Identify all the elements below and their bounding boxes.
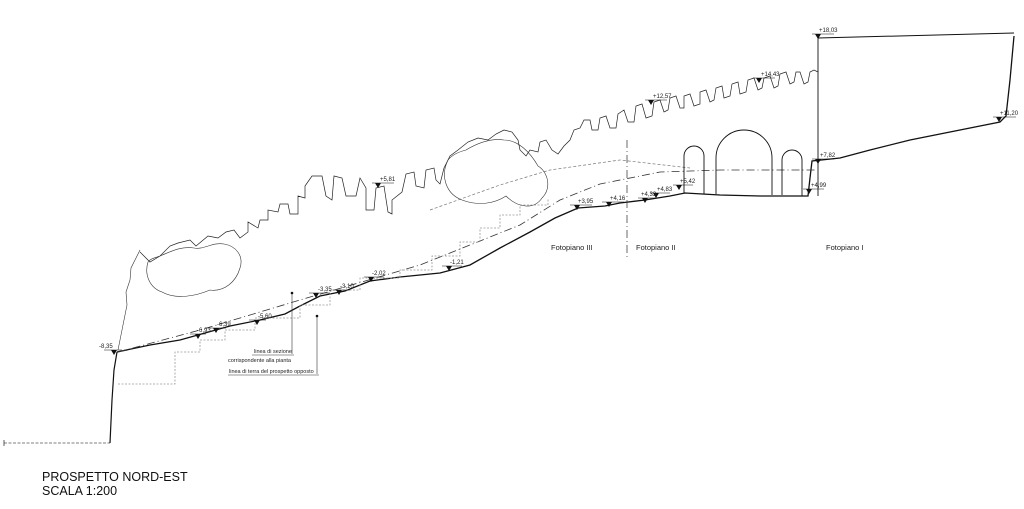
elevation-marker-e6 xyxy=(333,289,350,295)
drawing-title-block: PROSPETTO NORD-EST SCALA 1:200 xyxy=(42,470,188,498)
note-leader-2-dot xyxy=(315,314,319,318)
elevation-marker-e11 xyxy=(638,197,658,203)
elevation-label-e20: +11,20 xyxy=(1000,111,1019,117)
elevation-label-e9: +3,95 xyxy=(578,199,594,205)
elevation-label-e10: +4,16 xyxy=(610,196,626,202)
elevation-marker-e8 xyxy=(442,265,462,271)
elevation-marker-e14 xyxy=(803,188,824,194)
fotopiano-label-2: Fotopiano II xyxy=(636,243,676,252)
elevation-marker-e7 xyxy=(364,276,384,282)
elevation-label-e14: +4,99 xyxy=(811,183,827,189)
arch-large-center xyxy=(715,129,773,195)
dashed-interior-profile xyxy=(429,159,691,211)
elevation-label-e5: -3,35 xyxy=(318,287,332,293)
top-right-edge xyxy=(817,32,1015,39)
left-cliff-profile xyxy=(109,351,118,444)
elevation-label-e13: +5,42 xyxy=(680,179,696,185)
elevation-label-e15: +7,82 xyxy=(820,153,836,159)
elevation-label-e19: +18,03 xyxy=(819,28,838,34)
fotopiano-label-3: Fotopiano III xyxy=(551,243,593,252)
elevation-label-e7: -2,02 xyxy=(372,271,386,277)
elevation-marker-e17 xyxy=(645,99,667,105)
fotopiano-label-1: Fotopiano I xyxy=(826,243,864,252)
elevation-marker-e15 xyxy=(812,158,834,164)
elevation-label-e4: -5,60 xyxy=(258,314,272,320)
elevation-marker-e20 xyxy=(993,116,1016,122)
elevation-marker-e4 xyxy=(249,319,266,325)
elevation-label-e11: +4,33 xyxy=(641,192,657,198)
arch-small-left xyxy=(683,145,705,194)
elevation-marker-e12 xyxy=(650,192,670,198)
elevation-marker-e2 xyxy=(190,333,206,339)
elevation-marker-e13 xyxy=(673,184,693,190)
drawing-scale: SCALA 1:200 xyxy=(42,484,118,498)
section-line-dashdot xyxy=(117,169,818,353)
elevation-label-e18: +14,43 xyxy=(761,72,780,78)
arch-small-right xyxy=(781,149,803,196)
elevation-marker-e3 xyxy=(208,327,226,333)
opposite-ground-steps xyxy=(118,198,549,385)
boulder-left xyxy=(146,243,242,297)
elevation-label-e2: -6,93 xyxy=(197,328,211,334)
elevation-marker-e16 xyxy=(372,182,394,188)
elevation-marker-e9 xyxy=(570,204,592,210)
elevation-label-e12: +4,83 xyxy=(657,187,673,193)
castle-silhouette-left xyxy=(139,69,819,263)
elevation-label-e3: -6,39 xyxy=(217,322,231,328)
elevation-label-e1: -8,35 xyxy=(99,344,113,350)
elevation-marker-e10 xyxy=(602,201,624,207)
note-plan-correspondence: corrispondente alla pianta xyxy=(228,358,292,364)
note-leader-1-dot xyxy=(290,291,294,295)
elevation-label-e16: +5,81 xyxy=(380,177,396,183)
elevation-label-e6: -3,10 xyxy=(340,284,354,290)
cliff-wall-outline xyxy=(117,249,141,351)
elevation-marker-e18 xyxy=(753,77,775,83)
elevation-label-e8: -1,21 xyxy=(450,260,464,266)
boulder-center xyxy=(444,139,549,207)
ground-profile xyxy=(116,35,1015,353)
elevation-marker-e19 xyxy=(812,33,834,39)
note-opposite-ground: linea di terra del prospetto opposto xyxy=(229,369,314,375)
note-section-line: linea di sezione xyxy=(254,349,292,355)
elevation-marker-e5 xyxy=(309,292,330,298)
elevation-marker-e1 xyxy=(104,349,122,355)
elevation-label-e17: +12,57 xyxy=(653,94,672,100)
drawing-title: PROSPETTO NORD-EST xyxy=(42,470,188,484)
